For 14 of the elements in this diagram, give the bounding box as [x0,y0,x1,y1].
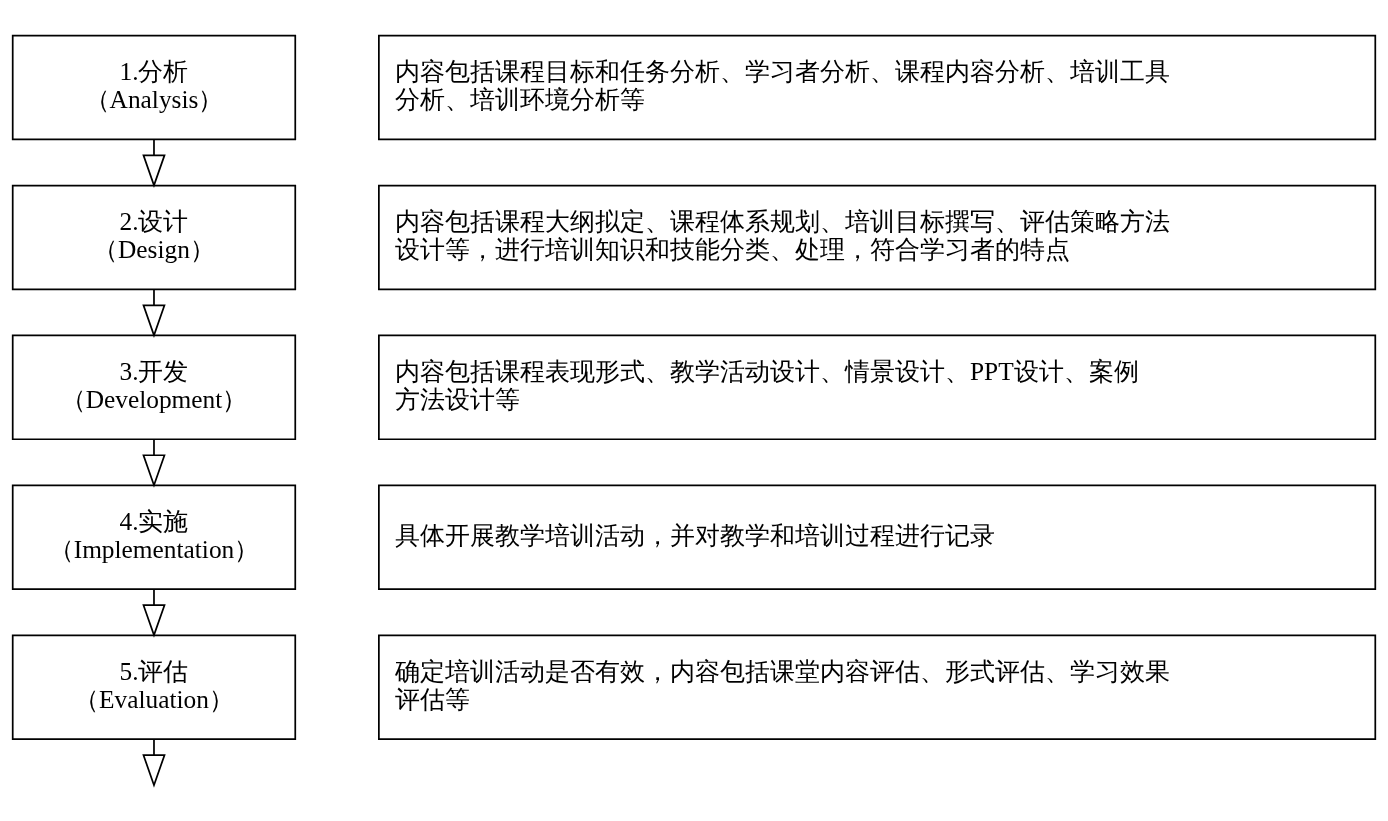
node-box: 2.设计 （Design） [11,184,297,290]
node-box: 内容包括课程目标和任务分析、学习者分析、课程内容分析、培训工具分析、培训环境分析等 [378,34,1377,140]
arrow [142,437,166,488]
node-box: 1.分析 （Analysis） [11,34,297,140]
node-box: 确定培训活动是否有效，内容包括课堂内容评估、形式评估、学习效果评估等 [378,633,1377,740]
node-box: 内容包括课程大纲拟定、课程体系规划、培训目标撰写、评估策略方法设计等，进行培训知识和技能分类、处理，符合学习者的特点 [378,184,1377,290]
arrow [142,587,166,638]
node-box: 5.评估 （Evaluation） [11,633,297,740]
node-box: 具体开展教学培训活动，并对教学和培训过程进行记录 [378,484,1377,590]
node-box: 3.开发 （Development） [11,334,297,440]
arrow [142,288,166,338]
arrow [142,138,166,188]
node-box: 内容包括课程表现形式、教学活动设计、情景设计、PPT设计、案例方法设计等 [378,334,1377,440]
node-box: 4.实施 （Implementation） [11,484,297,590]
